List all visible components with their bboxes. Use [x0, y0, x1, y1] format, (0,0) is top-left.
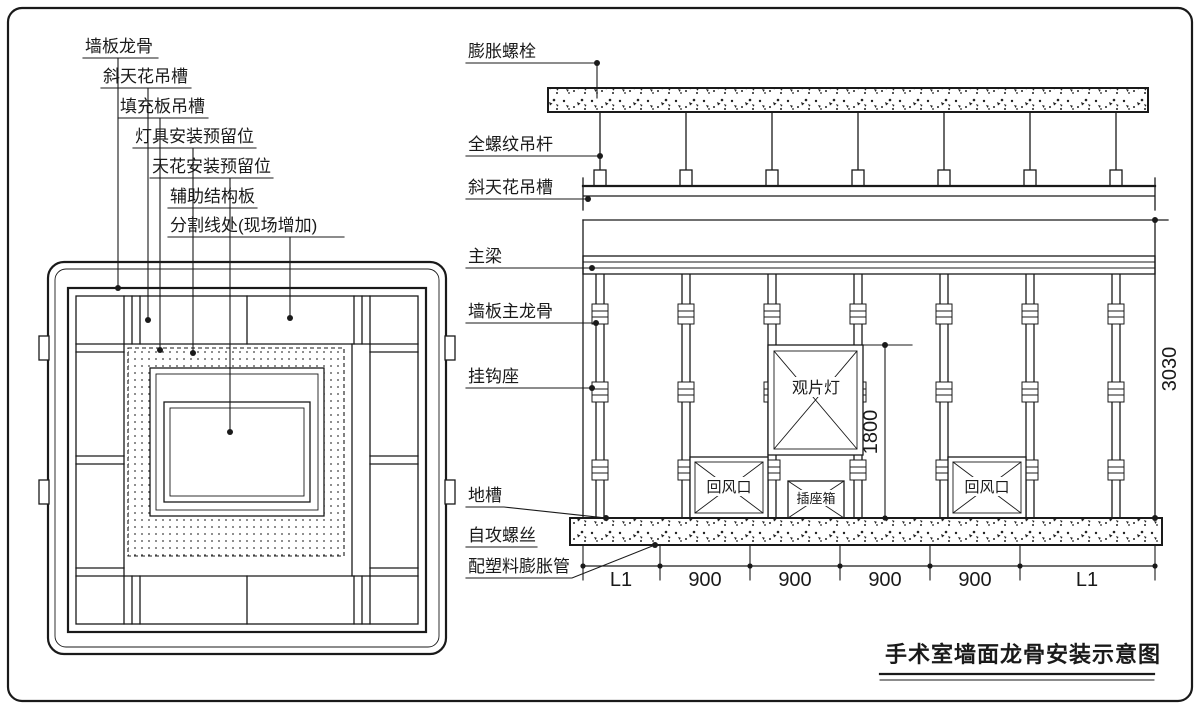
leader-dot [190, 350, 196, 356]
elev-label-plastic-anchor: 配塑料膨胀管 [468, 557, 570, 576]
plan-label-slant-ceiling-channel: 斜天花吊槽 [103, 67, 188, 86]
plan-center-reserve [149, 367, 325, 517]
leader-dot [145, 317, 151, 323]
hanger-rod [851, 111, 865, 187]
plan-label-division-line: 分割线处(现场增加) [170, 216, 317, 235]
dim-segment-label: 900 [778, 569, 811, 591]
leader-dot [652, 542, 658, 548]
leader-dot [287, 315, 293, 321]
plan-label-filler-panel-channel: 填充板吊槽 [120, 97, 205, 116]
leader-dot [585, 196, 591, 202]
title-block: 手术室墙面龙骨安装示意图 [878, 642, 1161, 681]
leader-dot [597, 153, 603, 159]
dim-viewer: 1800 [860, 342, 913, 521]
elev-label-threaded-rod: 全螺纹吊杆 [468, 135, 553, 154]
leader-dot [227, 429, 233, 435]
film-viewer-label: 观片灯 [792, 379, 840, 397]
plan-outer-frame-inner-line [54, 268, 440, 648]
socket-box-label: 插座箱 [796, 491, 835, 506]
ceiling-slab [547, 87, 1149, 113]
wall-keel [1107, 273, 1125, 519]
leader-dot [594, 60, 600, 66]
plan-label-ceiling-install-reserve: 天花安装预留位 [152, 157, 271, 176]
drawing-title: 手术室墙面龙骨安装示意图 [885, 642, 1161, 667]
elev-label-expansion-bolt: 膨胀螺栓 [468, 42, 536, 61]
wall-keel [591, 273, 609, 519]
dim-viewer-height: 1800 [860, 410, 882, 455]
elev-label-wall-main-keel: 墙板主龙骨 [468, 302, 553, 321]
dim-segment-label: L1 [1076, 569, 1098, 591]
plan-label-light-fixture-reserve: 灯具安装预留位 [135, 127, 254, 146]
return-air-left-label: 回风口 [706, 479, 751, 496]
leader-dot [593, 320, 599, 326]
elevation-view: 观片灯 回风口 插座箱 回风口 1800 [547, 87, 1181, 591]
dim-segment-label: 900 [958, 569, 991, 591]
plan-wall-rect [66, 286, 428, 634]
leader-dot [157, 347, 163, 353]
plan-ceiling-reserve-rect [149, 367, 325, 517]
elevation-leaders: 膨胀螺栓 全螺纹吊杆 斜天花吊槽 主梁 墙板主龙骨 挂钩座 地槽 自攻螺丝 配塑… [465, 42, 658, 579]
hanger-rod [765, 111, 779, 187]
return-air-right-label: 回风口 [964, 479, 1009, 496]
ceiling-channel [581, 177, 1157, 211]
dim-segment-label: 900 [868, 569, 901, 591]
leader-dot [115, 285, 121, 291]
socket-box: 插座箱 [787, 480, 845, 519]
dim-segment-label: L1 [610, 569, 632, 591]
main-beam [582, 255, 1156, 275]
hanger-rod [679, 111, 693, 187]
plan-view [38, 260, 456, 656]
dim-bottom: L1 900 900 900 900 L1 [580, 544, 1158, 591]
hanger-rod [1023, 111, 1037, 187]
elev-label-hook-seat: 挂钩座 [468, 367, 519, 386]
elev-label-self-tapping-screw: 自攻螺丝 [468, 526, 536, 545]
plan-label-wall-panel-keel: 墙板龙骨 [85, 37, 153, 56]
plan-label-aux-structural-panel: 辅助结构板 [170, 187, 255, 206]
leader-dot [603, 515, 609, 521]
hanger-rod [937, 111, 951, 187]
plan-panel-grid [75, 295, 419, 625]
dim-segment-label: 900 [688, 569, 721, 591]
elev-label-floor-channel: 地槽 [468, 486, 502, 505]
return-air-left-box: 回风口 [689, 456, 769, 519]
return-air-right-box: 回风口 [947, 456, 1027, 519]
hanger-rod [593, 111, 607, 187]
film-viewer-box: 观片灯 [767, 344, 864, 456]
elev-label-main-beam: 主梁 [468, 247, 502, 266]
plan-edge-tabs [38, 335, 456, 505]
floor-channel-band [569, 517, 1163, 546]
elev-label-slant-ceiling-channel: 斜天花吊槽 [468, 178, 553, 197]
plan-leaders: 墙板龙骨 斜天花吊槽 填充板吊槽 灯具安装预留位 天花安装预留位 辅助结构板 分… [82, 37, 345, 435]
page-border [6, 6, 1194, 703]
dim-right: 3030 [1152, 217, 1181, 521]
hanger-rods [593, 111, 1123, 187]
hanger-rod [1109, 111, 1123, 187]
leader-dot [589, 265, 595, 271]
plan-light-reserve-rect [163, 401, 311, 503]
dim-total-height: 3030 [1159, 347, 1181, 392]
plan-outer-frame [46, 260, 448, 656]
leader-dot [589, 385, 595, 391]
